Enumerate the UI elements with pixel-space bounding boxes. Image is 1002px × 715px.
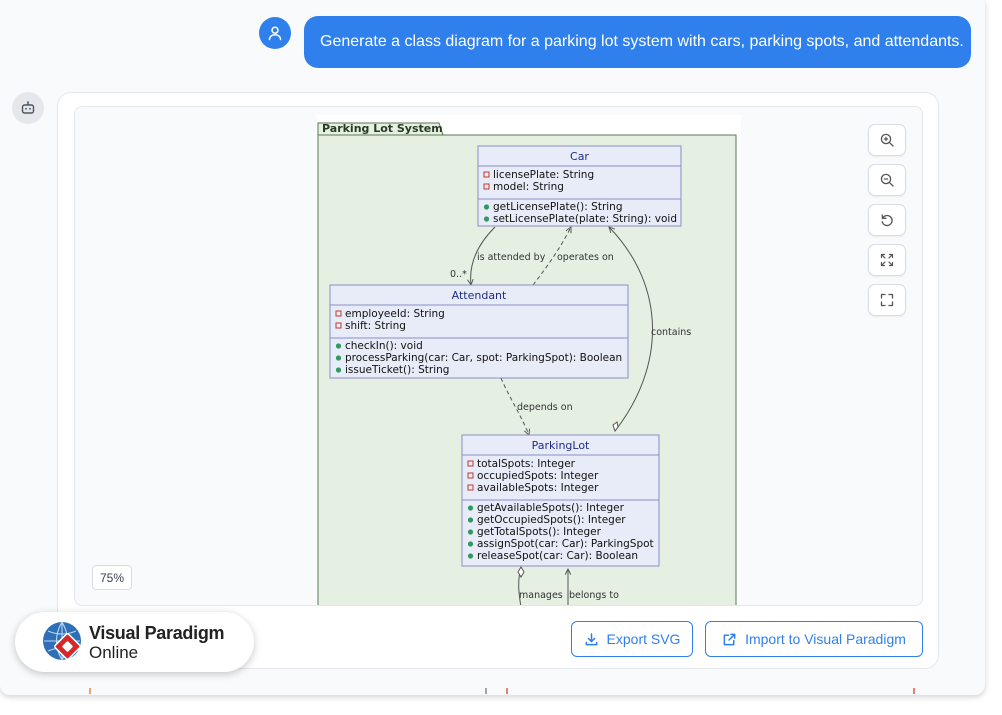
public-marker xyxy=(467,553,474,559)
public-marker xyxy=(467,517,474,523)
public-marker xyxy=(467,505,474,511)
class-car-name: Car xyxy=(570,150,589,163)
parkinglot-attribute: availableSpots: Integer xyxy=(477,482,599,494)
public-marker xyxy=(335,355,342,361)
private-marker xyxy=(467,472,474,479)
zoom-out-icon xyxy=(880,173,894,187)
private-marker xyxy=(335,322,342,329)
assistant-response-card: Parking Lot System 0..* is attended by o… xyxy=(57,92,939,669)
visual-paradigm-logo-icon xyxy=(43,621,81,661)
attendant-method: processParking(car: Car, spot: ParkingSp… xyxy=(345,352,622,364)
relation-is-attended-by xyxy=(471,226,496,285)
next-message-edge xyxy=(89,688,915,694)
relation-contains xyxy=(609,227,653,432)
reset-view-button[interactable] xyxy=(868,204,906,236)
diagram-viewer[interactable]: Parking Lot System 0..* is attended by o… xyxy=(74,106,923,606)
public-marker xyxy=(483,204,490,210)
fit-to-screen-button[interactable] xyxy=(868,244,906,276)
public-marker xyxy=(483,216,490,222)
label-manages: manages xyxy=(519,590,563,601)
label-operates-on: operates on xyxy=(557,252,614,263)
user-icon xyxy=(268,26,282,41)
class-parkinglot[interactable]: ParkingLot totalSpots: Integer occupiedS… xyxy=(461,434,660,567)
attendant-attribute: shift: String xyxy=(345,320,406,332)
car-attribute: model: String xyxy=(493,181,564,193)
parkinglot-attribute: totalSpots: Integer xyxy=(477,458,576,470)
zoom-out-button[interactable] xyxy=(868,164,906,196)
user-avatar xyxy=(259,17,291,49)
parkinglot-method: getAvailableSpots(): Integer xyxy=(477,502,625,514)
private-marker xyxy=(483,183,490,190)
attendant-method: checkIn(): void xyxy=(345,340,423,352)
class-car[interactable]: Car licensePlate: String model: String g… xyxy=(477,145,682,227)
class-attendant-name: Attendant xyxy=(452,289,507,302)
public-marker xyxy=(467,529,474,535)
class-attendant[interactable]: Attendant employeeId: String shift: Stri… xyxy=(329,284,629,379)
export-svg-label: Export SVG xyxy=(606,631,681,647)
visual-paradigm-online-badge[interactable]: Visual Paradigm Online xyxy=(15,612,254,672)
private-marker xyxy=(483,171,490,178)
zoom-in-button[interactable] xyxy=(868,124,906,156)
external-link-icon xyxy=(723,633,736,645)
attendant-method: issueTicket(): String xyxy=(345,364,449,376)
label-contains: contains xyxy=(651,327,691,338)
label-is-attended-by: is attended by xyxy=(477,252,546,263)
fullscreen-icon xyxy=(880,293,894,307)
car-method: getLicensePlate(): String xyxy=(493,201,623,213)
robot-icon xyxy=(21,101,35,114)
label-belongs-to: belongs to xyxy=(569,590,619,601)
parkinglot-method: releaseSpot(car: Car): Boolean xyxy=(477,550,638,562)
export-svg-button[interactable]: Export SVG xyxy=(571,621,693,657)
parkinglot-method: getOccupiedSpots(): Integer xyxy=(477,514,626,526)
label-depends-on: depends on xyxy=(517,402,573,413)
private-marker xyxy=(335,310,342,317)
class-parkinglot-name: ParkingLot xyxy=(532,439,590,452)
parkinglot-attribute: occupiedSpots: Integer xyxy=(477,470,599,482)
public-marker xyxy=(335,343,342,349)
manages-diamond xyxy=(517,566,525,578)
user-message-bubble: Generate a class diagram for a parking l… xyxy=(304,16,971,68)
app-window: Generate a class diagram for a parking l… xyxy=(12,16,971,694)
parkinglot-method: getTotalSpots(): Integer xyxy=(477,526,602,538)
public-marker xyxy=(335,367,342,373)
private-marker xyxy=(467,460,474,467)
class-diagram: Parking Lot System 0..* is attended by o… xyxy=(317,115,741,605)
fullscreen-button[interactable] xyxy=(868,284,906,316)
logo-text-visual-paradigm: Visual Paradigm xyxy=(89,623,225,643)
parkinglot-method: assignSpot(car: Car): ParkingSpot xyxy=(477,538,654,550)
public-marker xyxy=(467,541,474,547)
package-name: Parking Lot System xyxy=(322,122,443,135)
attendant-attribute: employeeId: String xyxy=(345,308,445,320)
fit-screen-icon xyxy=(880,253,894,267)
user-message-text: Generate a class diagram for a parking l… xyxy=(320,33,964,50)
zoom-level-indicator: 75% xyxy=(92,565,132,590)
private-marker xyxy=(467,484,474,491)
import-to-visual-paradigm-label: Import to Visual Paradigm xyxy=(745,631,906,647)
import-to-visual-paradigm-button[interactable]: Import to Visual Paradigm xyxy=(705,621,923,657)
bot-avatar xyxy=(12,92,44,124)
contains-diamond xyxy=(612,421,619,433)
car-attribute: licensePlate: String xyxy=(493,169,594,181)
rotate-ccw-icon xyxy=(881,214,893,227)
relation-operates-on xyxy=(532,227,571,286)
car-method: setLicensePlate(plate: String): void xyxy=(493,213,677,225)
label-multiplicity: 0..* xyxy=(450,269,467,280)
download-icon xyxy=(585,632,597,645)
logo-text-online: Online xyxy=(89,643,139,662)
relation-depends-on xyxy=(500,377,529,435)
zoom-in-icon xyxy=(880,133,894,147)
